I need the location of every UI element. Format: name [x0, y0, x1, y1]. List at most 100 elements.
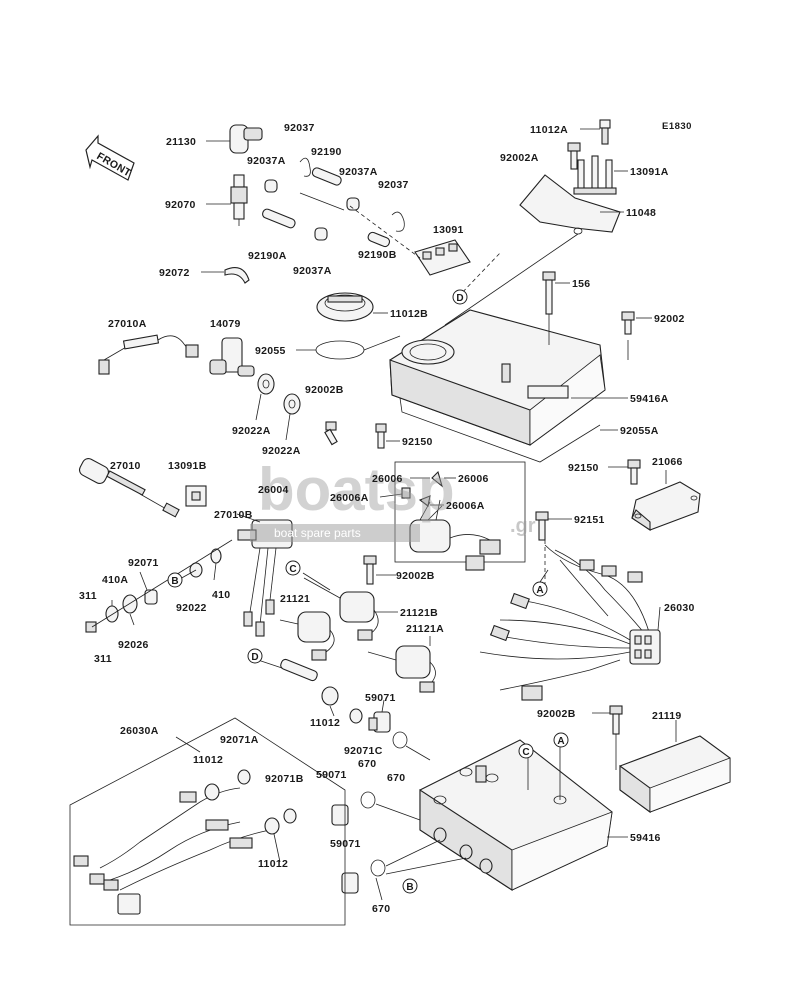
ref-circle-a-1: A [532, 581, 548, 597]
fitting-59071-shape-3 [341, 872, 359, 894]
part-label-27010: 27010 [110, 460, 141, 472]
svg-text:A: A [536, 585, 543, 596]
part-label-92070: 92070 [165, 199, 196, 211]
part-label-92055a: 92055A [620, 425, 659, 437]
svg-text:B: B [406, 882, 413, 893]
terminal-26006-shape-1 [431, 470, 444, 488]
part-label-92022: 92022 [176, 602, 207, 614]
svg-text:C: C [522, 747, 529, 758]
diagram-code: E1830 [662, 121, 692, 132]
harness-26030-shape [479, 544, 661, 701]
clip-92072-shape [224, 267, 250, 284]
block-13091b-shape [185, 485, 207, 507]
part-label-670-2: 670 [387, 772, 405, 784]
part-label-92072: 92072 [159, 267, 190, 279]
grommet-11012-shape-1 [321, 686, 339, 706]
clamp-shape-3 [314, 227, 328, 241]
part-label-92150-1: 92150 [402, 436, 433, 448]
part-label-59416: 59416 [630, 832, 661, 844]
coil-21121-shape [279, 611, 335, 661]
part-label-670-3: 670 [372, 903, 390, 915]
part-label-92002a: 92002A [500, 152, 539, 164]
bolt-156-shape [542, 271, 556, 315]
part-label-670-1: 670 [358, 758, 376, 770]
cap-92071b-shape [283, 808, 297, 824]
part-label-92022a-2: 92022A [262, 445, 301, 457]
assembly-26004-box [394, 461, 526, 563]
part-label-21066: 21066 [652, 456, 683, 468]
part-label-21121: 21121 [280, 593, 310, 605]
part-label-92071a: 92071A [220, 734, 259, 746]
watermark-brand: boatsp [258, 456, 455, 523]
part-label-410a: 410A [102, 574, 128, 586]
ref-circle-d-1: D [452, 289, 468, 305]
bolt-92150-shape-2 [627, 459, 641, 485]
part-label-92026: 92026 [118, 639, 149, 651]
spark-plug-cap-shape [229, 124, 263, 154]
hose-92190b-shape [367, 231, 391, 248]
part-label-59416a: 59416A [630, 393, 669, 405]
svg-text:C: C [289, 564, 296, 575]
bolt-92151-shape [535, 511, 549, 541]
part-label-27010a: 27010A [108, 318, 147, 330]
bracket-11048-shape [519, 174, 621, 235]
washer-92022a-shape-1 [257, 373, 275, 395]
lead-27010-shape [78, 458, 180, 518]
bracket-13091a-shape [573, 155, 617, 195]
part-label-92071c: 92071C [344, 745, 383, 757]
part-label-14079: 14079 [210, 318, 241, 330]
part-label-11012a: 11012A [530, 124, 568, 136]
part-label-92037a-3: 92037A [293, 265, 332, 277]
part-label-92055: 92055 [255, 345, 286, 357]
part-label-26030a: 26030A [120, 725, 159, 737]
o-ring-670-shape-2 [360, 791, 376, 809]
part-label-92071: 92071 [128, 557, 159, 569]
hose-d-shape [280, 658, 318, 682]
coil-21121a-shape [367, 645, 436, 693]
washer-92022a-shape-2 [283, 393, 301, 415]
cover-26006a-shape-1 [401, 487, 411, 499]
part-label-92002b-2: 92002B [396, 570, 435, 582]
o-ring-670-shape-1 [392, 731, 408, 749]
part-label-21121a: 21121A [406, 623, 444, 635]
part-label-11012-3: 11012 [258, 858, 288, 870]
part-label-92002b-1: 92002B [305, 384, 344, 396]
part-label-92037-1: 92037 [284, 122, 315, 134]
part-label-410: 410 [212, 589, 230, 601]
bolt-92002a-shape [567, 142, 581, 170]
front-arrow-icon: FRONT [85, 134, 135, 181]
part-label-26006a-2: 26006A [446, 500, 485, 512]
part-label-26006a-1: 26006A [330, 492, 369, 504]
part-label-59071-2: 59071 [316, 769, 347, 781]
control-box-21119-shape [619, 735, 731, 814]
part-label-92190: 92190 [311, 146, 342, 158]
spring-clip-shape-1 [299, 157, 311, 177]
part-label-92150-2: 92150 [568, 462, 599, 474]
fitting-59071-shape-2 [331, 804, 349, 826]
nut-92071-shape [144, 589, 158, 605]
bolt-92002b-shape-2 [363, 555, 377, 585]
part-label-92002: 92002 [654, 313, 685, 325]
ref-circle-c-2: C [518, 743, 534, 759]
part-label-21130: 21130 [166, 136, 196, 148]
cap-92071a-shape [237, 769, 251, 785]
clamp-shape-2 [346, 197, 360, 211]
grommet-11012-shape-2 [204, 783, 220, 801]
part-label-11012-1: 11012 [310, 717, 340, 729]
hose-92190a-shape [262, 208, 296, 229]
spark-plug-shape [230, 174, 248, 226]
gasket-92055a-shape [399, 397, 601, 463]
part-label-92190b: 92190B [358, 249, 397, 261]
part-label-21121b: 21121B [400, 607, 438, 619]
cap-92071c-shape [349, 708, 363, 724]
part-label-59071-1: 59071 [365, 692, 396, 704]
washer-311-shape [105, 605, 119, 623]
harness-26030a-shape [73, 787, 271, 915]
part-label-311-2: 311 [94, 653, 112, 665]
part-label-92190a: 92190A [248, 250, 287, 262]
ref-circle-c-1: C [285, 560, 301, 576]
part-label-92037-2: 92037 [378, 179, 409, 191]
ref-circle-b-2: B [402, 878, 418, 894]
terminal-block-13091-shape [414, 239, 471, 276]
svg-text:B: B [171, 576, 178, 587]
